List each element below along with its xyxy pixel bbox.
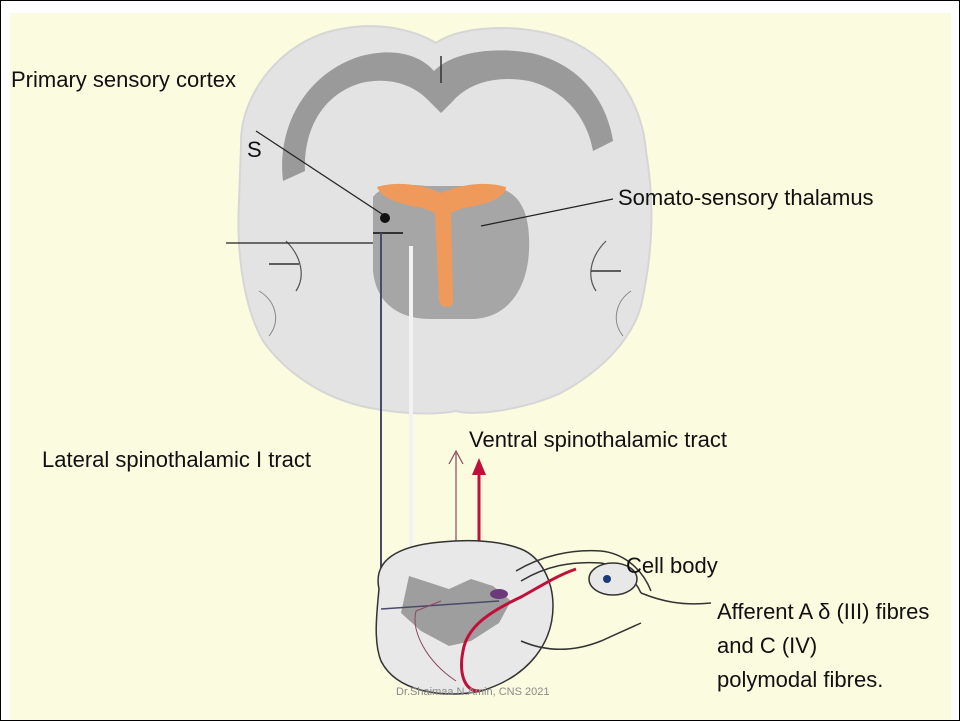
label-primary-sensory-cortex: Primary sensory cortex [11, 67, 236, 93]
footer-credit: Dr.Shaimaa N.Amin, CNS 2021 [396, 686, 549, 698]
label-afferent-line-3: polymodal fibres. [717, 667, 883, 693]
thalamic-neuron-dot [380, 213, 390, 223]
label-s: S [247, 137, 262, 163]
cell-body-dot [603, 575, 611, 583]
afferent-fibre [641, 593, 711, 604]
label-lateral-spinothalamic-tract: Lateral spinothalamic I tract [42, 447, 311, 473]
label-ventral-spinothalamic-tract: Ventral spinothalamic tract [469, 427, 727, 453]
label-afferent-line-1: Afferent A δ (III) fibres [717, 599, 929, 625]
label-afferent-line-2: and C (IV) [717, 633, 817, 659]
label-cell-body: Cell body [626, 553, 718, 579]
ventral-tract-arrowhead [472, 458, 486, 475]
brain-coronal-section [226, 26, 651, 413]
synapse-marker [490, 589, 508, 599]
label-somato-sensory-thalamus: Somato-sensory thalamus [618, 185, 874, 211]
